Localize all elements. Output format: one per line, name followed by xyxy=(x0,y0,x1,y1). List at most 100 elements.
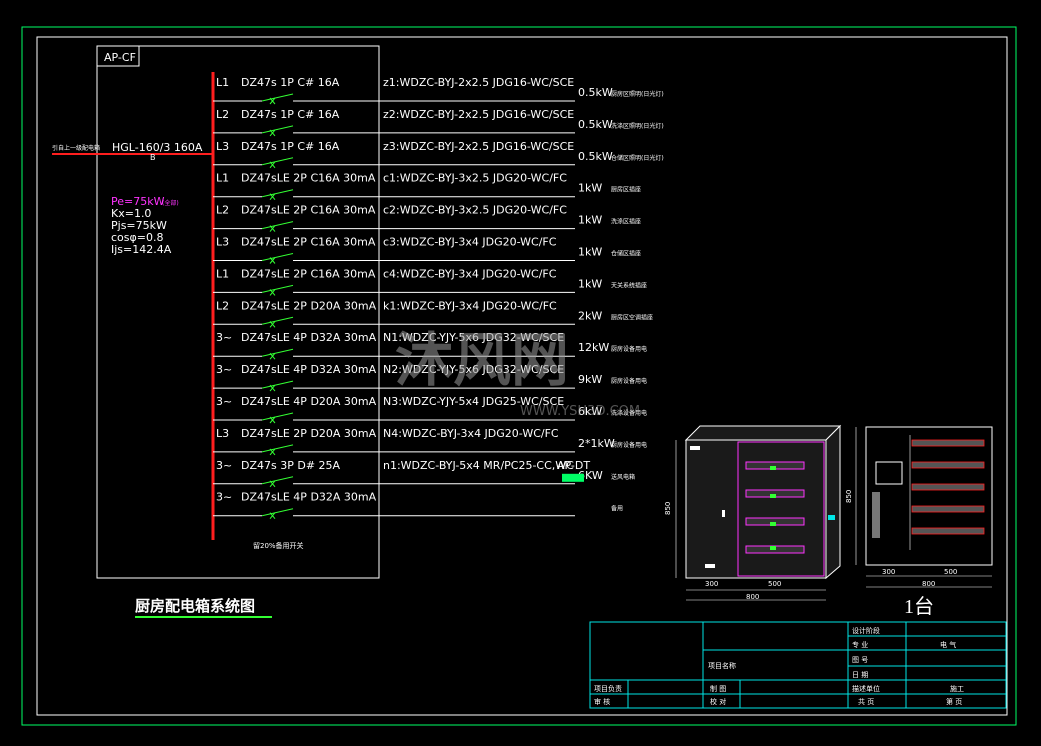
indicator-3 xyxy=(770,522,776,526)
circuit-breaker: DZ47sLE 4P D20A 30mA xyxy=(241,395,377,408)
circuit-cable: c3:WDZC-BYJ-3x4 JDG20-WC/FC xyxy=(383,236,557,249)
circuit-breaker: DZ47s 1P C# 16A xyxy=(241,140,340,153)
circuit-breaker: DZ47sLE 4P D32A 30mA xyxy=(241,363,377,376)
circuit-phase: L2 xyxy=(216,108,229,121)
circuit-desc: 洗涤设备用电 xyxy=(611,409,647,417)
diagram-title: 厨房配电箱系统图 xyxy=(135,597,255,615)
front-width-a: 300 xyxy=(705,580,718,588)
circuit-cable: c4:WDZC-BYJ-3x4 JDG20-WC/FC xyxy=(383,267,557,280)
circuit-breaker: DZ47s 3P D# 25A xyxy=(241,459,341,472)
side-latch xyxy=(828,515,835,520)
circuit-row: L3 DZ47s 1P C# 16A z3:WDZC-BYJ-2x2.5 JDG16… xyxy=(213,140,664,169)
circuit-breaker: DZ47sLE 2P C16A 30mA xyxy=(241,236,376,249)
tb-page: 第 页 xyxy=(946,697,962,706)
bus-note: 留20%备用开关 xyxy=(253,541,304,550)
target-box-icon xyxy=(562,473,584,482)
outer-frame xyxy=(21,26,1017,726)
circuit-switch xyxy=(261,93,294,102)
inner-frame-rect xyxy=(865,426,993,566)
circuit-cable: N2:WDZC-YJY-5x6 JDG32-WC/SCE xyxy=(383,363,564,376)
circuit-desc: 洗涤区照明(日光灯) xyxy=(611,122,664,130)
tb-specialty: 专 业 xyxy=(852,640,868,649)
circuit-cable: z3:WDZC-BYJ-2x2.5 JDG16-WC/SCE xyxy=(383,140,574,153)
circuit-phase: L2 xyxy=(216,299,229,312)
tb-design-unit: 描述单位 xyxy=(852,684,880,693)
main-switch xyxy=(872,492,880,538)
din-rail-2 xyxy=(911,461,985,469)
circuit-power: 2*1kW xyxy=(578,437,615,450)
circuit-breaker: DZ47sLE 2P C16A 30mA xyxy=(241,267,376,280)
circuit-switch xyxy=(261,476,294,485)
watermark: 沐风网 WWW.YSH3D.COM xyxy=(395,326,640,419)
circuit-cable: N1:WDZC-YJY-5x6 JDG32-WC/SCE xyxy=(383,331,564,344)
load-kx: Kx=1.0 xyxy=(111,207,151,220)
circuit-phase: 3~ xyxy=(216,363,232,376)
circuit-cable: n1:WDZC-BYJ-5x4 MR/PC25-CC,WC xyxy=(383,459,574,472)
load-pe-note: (全部) xyxy=(162,199,179,207)
tb-design-unit-value: 施工 xyxy=(950,684,964,693)
circuit-power: 1kW xyxy=(578,277,602,290)
circuit-desc: 厨房区照明(日光灯) xyxy=(611,90,664,98)
tb-specialty-value: 电 气 xyxy=(940,640,956,649)
circuit-power: 6kW xyxy=(578,405,602,418)
circuit-switch xyxy=(261,348,294,357)
circuit-breaker: DZ47sLE 2P D20A 30mA xyxy=(241,427,377,440)
circuit-contact-b xyxy=(269,161,276,169)
circuit-contact-b xyxy=(269,289,276,296)
indicator-4 xyxy=(770,546,776,550)
din-rail-5 xyxy=(911,527,985,535)
inner-width-total: 800 xyxy=(922,580,935,588)
circuit-switch xyxy=(261,253,294,261)
circuit-row: L1 DZ47sLE 2P C16A 30mA c4:WDZC-BYJ-3x4 JD… xyxy=(213,267,647,296)
din-rail-4 xyxy=(911,505,985,513)
load-pjs: Pjs=75kW xyxy=(111,219,167,232)
inner-width-b: 500 xyxy=(944,568,957,576)
cabinet-top xyxy=(684,425,842,441)
watermark-site: WWW.YSH3D.COM xyxy=(520,404,640,419)
circuit-desc: 厨房设备用电 xyxy=(611,441,647,449)
circuit-phase: 3~ xyxy=(216,331,232,344)
nameplate-bottom xyxy=(705,564,715,568)
circuit-switch xyxy=(261,380,294,389)
circuit-cable: z2:WDZC-BYJ-2x2.5 JDG16-WC/SCE xyxy=(383,108,574,121)
circuit-phase: L2 xyxy=(216,204,229,217)
circuit-power: 1kW xyxy=(578,214,602,227)
circuit-phase: L3 xyxy=(216,140,229,153)
circuit-switch xyxy=(261,125,294,134)
circuit-breaker: DZ47sLE 4P D32A 30mA xyxy=(241,331,377,344)
circuit-desc: 仓储区照明(日光灯) xyxy=(611,154,664,162)
circuit-phase: L1 xyxy=(216,76,229,89)
inner-height-dim: 850 xyxy=(845,490,853,503)
circuit-desc: 厨房区插座 xyxy=(611,186,641,194)
circuit-phase: L1 xyxy=(216,267,229,280)
circuit-desc: 厨房设备用电 xyxy=(611,345,647,353)
circuit-desc: 厨房区空调插座 xyxy=(611,313,653,321)
indicator-1 xyxy=(770,466,776,470)
circuit-cable: c1:WDZC-BYJ-3x2.5 JDG20-WC/FC xyxy=(383,172,567,185)
circuit-row: 3~ DZ47s 3P D# 25A n1:WDZC-BYJ-5x4 MR/PC25… xyxy=(213,459,635,488)
circuit-contact-b xyxy=(269,320,276,328)
circuit-switch xyxy=(261,284,294,293)
incoming-label: 引自上一级配电箱 xyxy=(52,144,100,152)
circuit-target: AP-DT xyxy=(557,459,590,472)
circuit-contact-b xyxy=(269,480,276,488)
circuit-contact-b xyxy=(269,448,276,456)
circuit-contact-b xyxy=(269,257,276,264)
circuit-desc: 天关系统插座 xyxy=(611,281,647,289)
circuit-power: 0.5kW xyxy=(578,86,613,99)
circuit-phase: L1 xyxy=(216,172,229,185)
panel-label: AP-CF xyxy=(104,51,136,64)
circuit-phase: 3~ xyxy=(216,459,232,472)
circuit-power: 1kW xyxy=(578,182,602,195)
circuit-cable: c2:WDZC-BYJ-3x2.5 JDG20-WC/FC xyxy=(383,204,567,217)
circuit-phase: 3~ xyxy=(216,491,232,504)
circuit-phase: L3 xyxy=(216,427,229,440)
circuit-switch xyxy=(261,221,294,230)
circuit-power: 2kW xyxy=(578,309,602,322)
